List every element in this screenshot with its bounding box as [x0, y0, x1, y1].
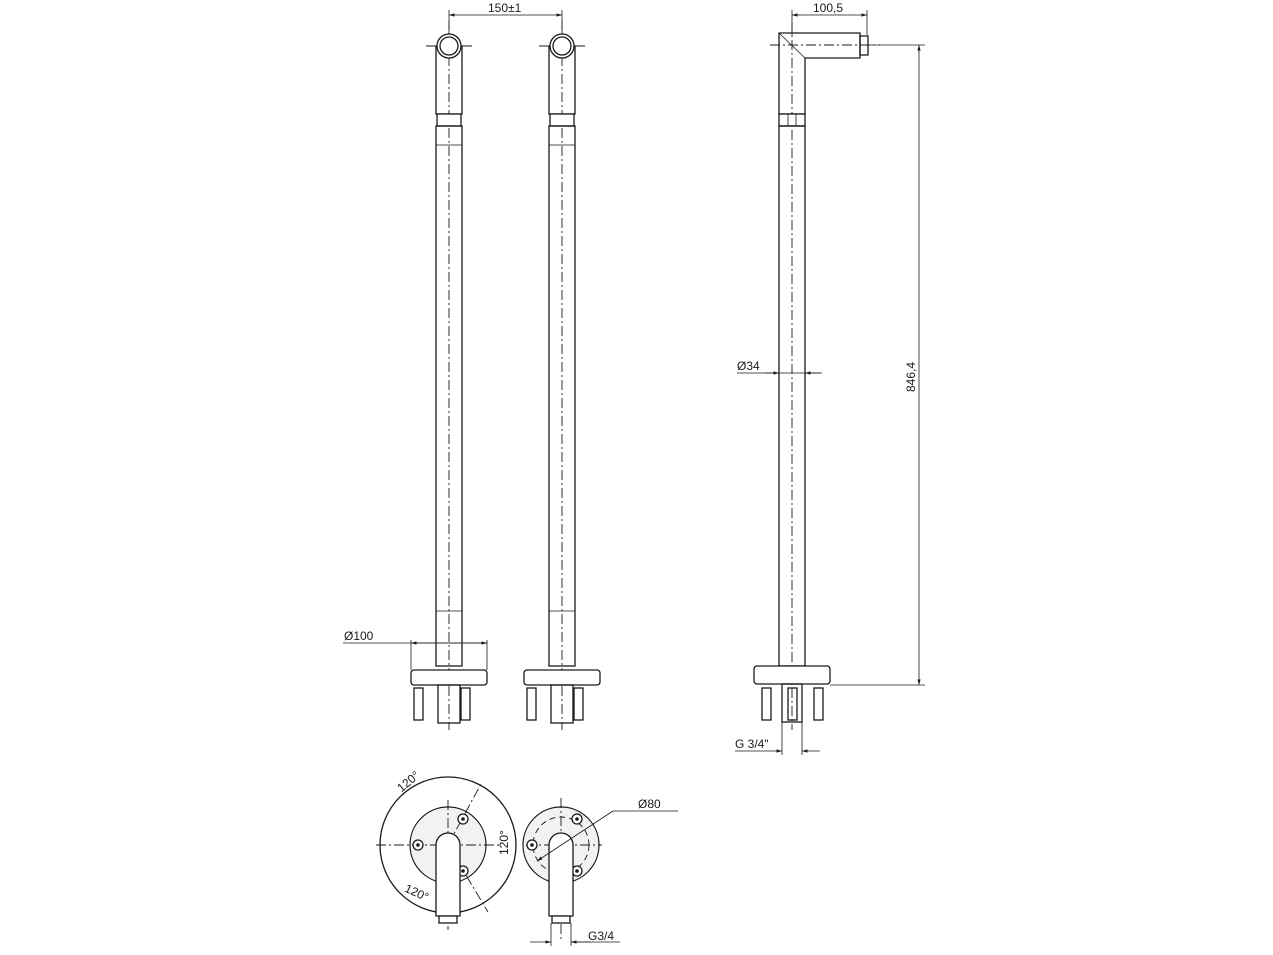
- label-spacing: 150±1: [488, 1, 522, 15]
- dimension-height: [830, 44, 925, 686]
- label-thread-side: G 3/4": [735, 737, 769, 751]
- dimension-base-diameter: [343, 640, 488, 670]
- plan-view-left: [376, 776, 517, 930]
- side-view: [753, 22, 880, 730]
- dimension-thread-side: [735, 722, 820, 755]
- front-view-left-pillar: [410, 20, 488, 730]
- label-base-diameter: Ø100: [344, 629, 374, 643]
- dimension-spout-reach: [791, 10, 868, 35]
- label-spout-reach: 100,5: [813, 1, 844, 15]
- label-pipe-diameter: Ø34: [737, 359, 760, 373]
- label-thread-plan: G3/4: [588, 929, 615, 943]
- label-height: 846,4: [904, 361, 918, 392]
- dimension-spacing: [448, 10, 563, 34]
- plan-view-right: [522, 798, 678, 946]
- label-angle-right: 120°: [497, 830, 511, 855]
- label-flange-diameter: Ø80: [638, 797, 661, 811]
- front-view-right-pillar: [523, 20, 601, 730]
